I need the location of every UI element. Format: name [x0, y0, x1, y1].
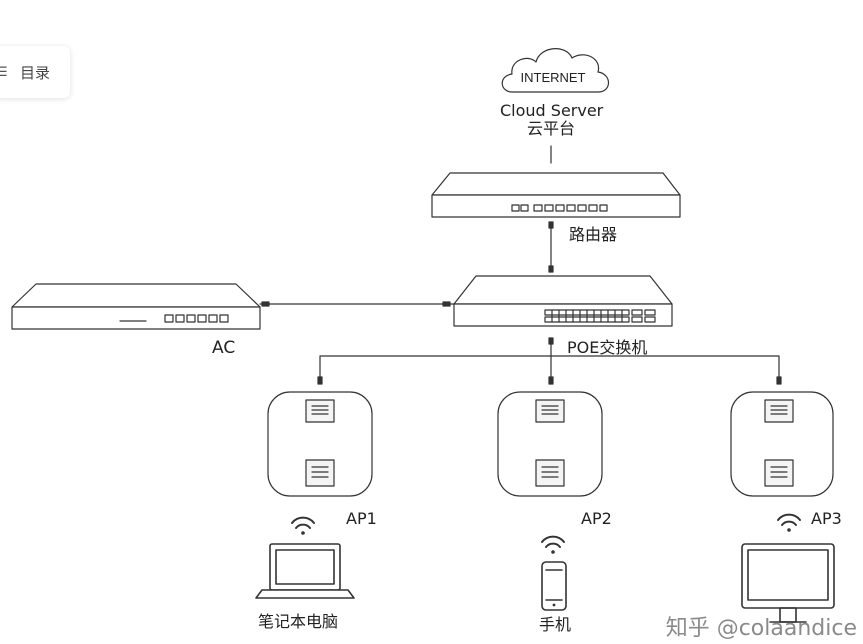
- router-ports: [511, 204, 608, 212]
- ac-device: [11, 283, 261, 330]
- watermark: 知乎 @colaandice: [665, 616, 857, 641]
- ap2-device: [497, 391, 603, 497]
- poe-switch-device: [453, 275, 673, 327]
- router-device: [431, 172, 681, 218]
- cloud-text: INTERNET: [521, 70, 586, 85]
- list-icon: ☰: [0, 64, 8, 80]
- ap2-label: AP2: [581, 509, 612, 528]
- toc-label: 目录: [20, 63, 51, 82]
- router-label: 路由器: [569, 225, 618, 244]
- cloud-caption-en: Cloud Server: [500, 101, 604, 120]
- phone-label: 手机: [539, 615, 572, 634]
- phone-icon: [541, 561, 567, 611]
- switch-ports: [544, 309, 656, 323]
- laptop-icon: [255, 543, 355, 599]
- cloud-caption-cn: 云平台: [527, 119, 576, 138]
- wifi-icon: [777, 513, 801, 532]
- wifi-icon: [291, 516, 315, 535]
- laptop-label: 笔记本电脑: [258, 612, 339, 631]
- poe-switch-label: POE交换机: [567, 338, 648, 357]
- toc-button[interactable]: ☰ 目录: [0, 46, 70, 98]
- ap-bus-link: [319, 355, 780, 379]
- ac-label: AC: [212, 338, 236, 358]
- wifi-icon: [541, 535, 565, 554]
- desktop-monitor-icon: [741, 543, 835, 623]
- ap1-device: [267, 391, 373, 497]
- ap3-label: AP3: [811, 509, 842, 528]
- ap1-label: AP1: [346, 509, 377, 528]
- ap3-device: [730, 391, 834, 497]
- cloud-icon: INTERNET: [501, 48, 610, 93]
